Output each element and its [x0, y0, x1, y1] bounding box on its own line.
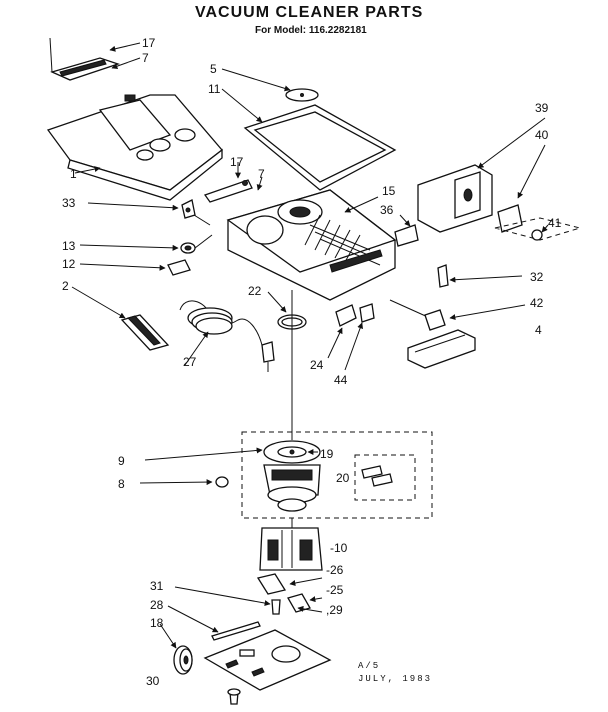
block-part-12 [167, 259, 191, 276]
callout-7-mid: 7 [258, 167, 265, 181]
callout-42: 42 [530, 296, 544, 310]
callout-41: 41 [548, 216, 562, 230]
callout-19: 19 [320, 447, 334, 461]
main-housing-part-15 [226, 189, 397, 301]
callout-5: 5 [210, 62, 217, 76]
screw-part-30 [227, 688, 241, 705]
callout-33: 33 [62, 196, 76, 210]
callout-11: 11 [208, 82, 221, 96]
wheel-part-13 [180, 234, 213, 254]
callout-18: 18 [150, 616, 164, 630]
screw-part-31 [271, 599, 281, 615]
knob-part-41 [531, 229, 543, 241]
callout-26: -26 [326, 563, 344, 577]
brush-part-20 [361, 465, 393, 487]
callout-39: 39 [535, 101, 549, 115]
knob-part-8 [215, 476, 229, 488]
callout-24: 24 [310, 358, 324, 372]
callout-27: 27 [183, 355, 197, 369]
clip-part-24 [335, 304, 357, 327]
motor-assembly-box [241, 431, 433, 519]
callout-17-top: 17 [142, 36, 156, 50]
footer-code: A/5 [358, 661, 380, 671]
callout-30: 30 [146, 674, 160, 688]
latch-part-17-lower [203, 179, 253, 203]
base-plate [203, 629, 332, 691]
callout-28: 28 [150, 598, 164, 612]
detail-box-20 [354, 454, 416, 501]
callout-22: 22 [248, 284, 262, 298]
rod-part-28 [211, 621, 261, 641]
callout-12: 12 [62, 257, 76, 271]
strap-part-26 [256, 573, 287, 595]
filter-part-40 [497, 204, 523, 233]
fan-housing-part-10 [259, 527, 323, 571]
callout-10: -10 [330, 541, 348, 555]
callout-31: 31 [150, 579, 164, 593]
callout-7-top: 7 [142, 51, 149, 65]
bracket-part-2 [120, 314, 170, 351]
callout-9: 9 [118, 454, 125, 468]
cord-clip-part-36 [394, 224, 419, 247]
callout-25: -25 [326, 583, 344, 597]
diagram-title: VACUUM CLEANER PARTS [195, 4, 423, 21]
hood-cover-part-1 [46, 94, 223, 201]
handle-part-42 [389, 299, 446, 331]
footer-date: JULY, 1983 [358, 674, 432, 684]
switch-part-33 [181, 199, 196, 219]
callout-4: 4 [535, 323, 542, 337]
callout-15: 15 [382, 184, 396, 198]
filter-disk-part-5 [285, 88, 319, 102]
callout-1: 1 [70, 167, 77, 181]
tab-part-44 [359, 303, 375, 323]
power-cord-part-27 [179, 300, 275, 372]
callout-20: 20 [336, 471, 350, 485]
callout-40: 40 [535, 128, 549, 142]
nozzle-part-4 [407, 329, 476, 369]
callout-32: 32 [530, 270, 544, 284]
callout-36: 36 [380, 203, 394, 217]
lever-part-32 [437, 264, 449, 288]
callout-44: 44 [334, 373, 348, 387]
latch-part-25 [287, 593, 311, 613]
wheel-part-18 [173, 645, 193, 675]
dust-bag-part-39 [417, 164, 493, 233]
callout-13: 13 [62, 239, 76, 253]
callout-2: 2 [62, 279, 69, 293]
latch-part-17 [49, 37, 121, 81]
gasket-frame-part-11 [243, 104, 397, 191]
motor-part-9 [263, 440, 321, 512]
callout-29: ,29 [326, 603, 343, 617]
callout-17-mid: 17 [230, 155, 244, 169]
model-subtitle: For Model: 116.2282181 [255, 25, 367, 36]
callout-8: 8 [118, 477, 125, 491]
